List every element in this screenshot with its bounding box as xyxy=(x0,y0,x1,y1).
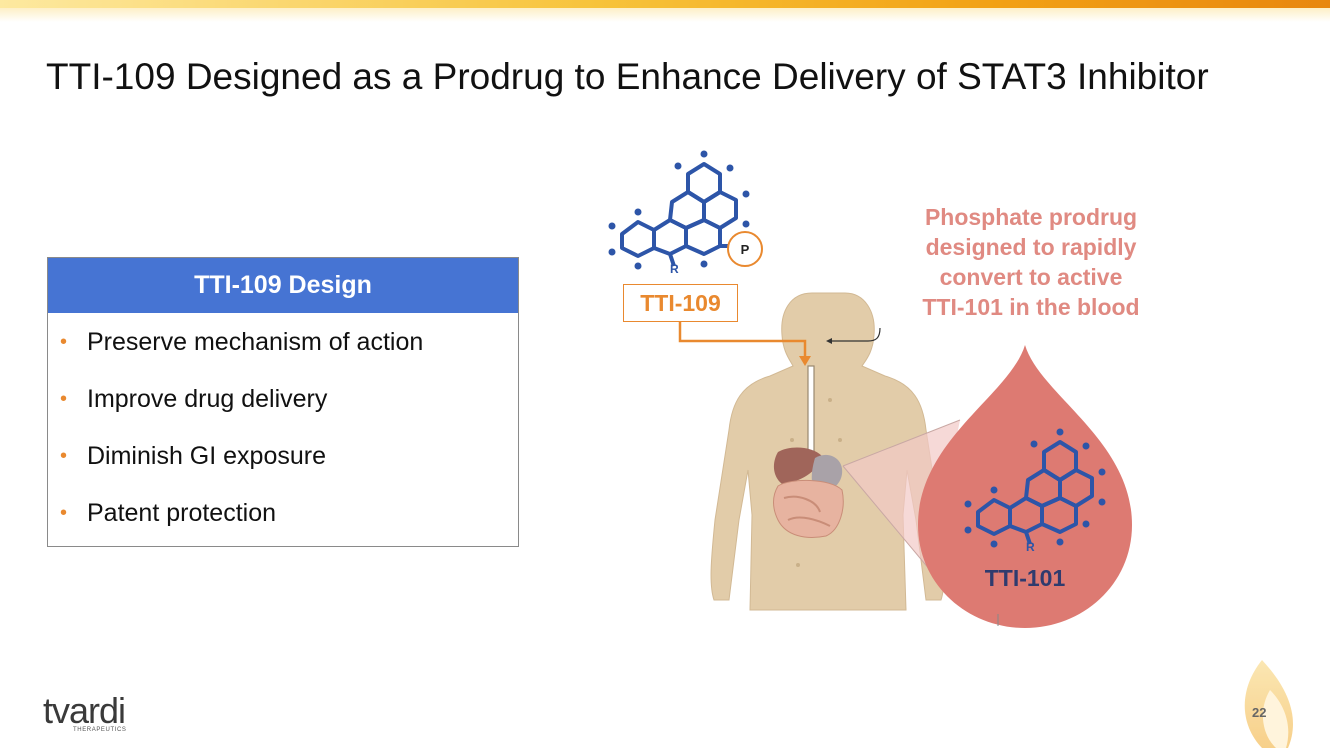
human-body-silhouette xyxy=(710,292,945,611)
molecule-tti109-icon xyxy=(620,162,738,267)
r-group-label: R xyxy=(670,262,679,276)
design-item-text: Improve drug delivery xyxy=(87,385,328,413)
design-item-text: Patent protection xyxy=(87,499,277,527)
molecule-atoms xyxy=(964,428,1106,548)
r-group-label: R xyxy=(1026,540,1035,554)
logo-subtitle: THERAPEUTICS xyxy=(73,727,127,733)
top-accent-glow xyxy=(0,8,1330,22)
callout-line: TTI-101 in the blood xyxy=(922,294,1140,320)
tti101-label: TTI-101 xyxy=(984,565,1066,591)
digestive-organs xyxy=(773,447,844,538)
bullet-icon: • xyxy=(60,445,68,467)
callout-line: designed to rapidly xyxy=(925,234,1137,260)
molecule-tti101-icon xyxy=(976,440,1094,545)
page-number: 22 xyxy=(1252,705,1267,720)
bullet-icon: • xyxy=(60,502,68,524)
design-item-text: Preserve mechanism of action xyxy=(87,328,424,356)
logo-wordmark: tvardi xyxy=(43,690,126,731)
top-accent-bar xyxy=(0,0,1330,8)
body-marker xyxy=(828,398,832,402)
molecule-atoms xyxy=(608,150,750,270)
pointer-head-icon xyxy=(826,338,832,344)
esophagus xyxy=(807,365,815,462)
design-item-text: Diminish GI exposure xyxy=(87,442,326,470)
body-marker xyxy=(790,438,794,442)
design-box: TTI-109 Design • Preserve mechanism of ac… xyxy=(47,257,519,547)
body-marker xyxy=(796,563,800,567)
zoom-funnel-edge xyxy=(842,465,931,571)
design-list-item: • Patent protection xyxy=(60,499,276,528)
bullet-icon: • xyxy=(60,331,68,353)
phosphate-symbol: P xyxy=(741,242,750,257)
tvardi-logo: tvardi THERAPEUTICS xyxy=(43,690,126,734)
blood-drop xyxy=(918,345,1132,628)
arrowhead-icon xyxy=(799,356,811,366)
bullet-icon: • xyxy=(60,388,68,410)
design-box-header: TTI-109 Design xyxy=(48,258,518,313)
design-list-item: • Improve drug delivery xyxy=(60,385,327,414)
design-list-item: • Preserve mechanism of action xyxy=(60,328,423,357)
body-marker xyxy=(838,438,842,442)
flame-logo-icon xyxy=(1244,660,1293,748)
delivery-arrow xyxy=(678,322,807,360)
tti109-label: TTI-109 xyxy=(623,284,738,322)
slide-title: TTI-109 Designed as a Prodrug to Enhance… xyxy=(46,56,1209,97)
callout-line: convert to active xyxy=(939,264,1123,290)
prodrug-callout: Phosphate prodrug designed to rapidly co… xyxy=(896,202,1166,322)
zoom-funnel-edge xyxy=(842,419,961,467)
callout-pointer xyxy=(832,327,881,342)
design-list-item: • Diminish GI exposure xyxy=(60,442,326,471)
callout-line: Phosphate prodrug xyxy=(924,204,1138,230)
phosphate-circle xyxy=(727,231,763,267)
